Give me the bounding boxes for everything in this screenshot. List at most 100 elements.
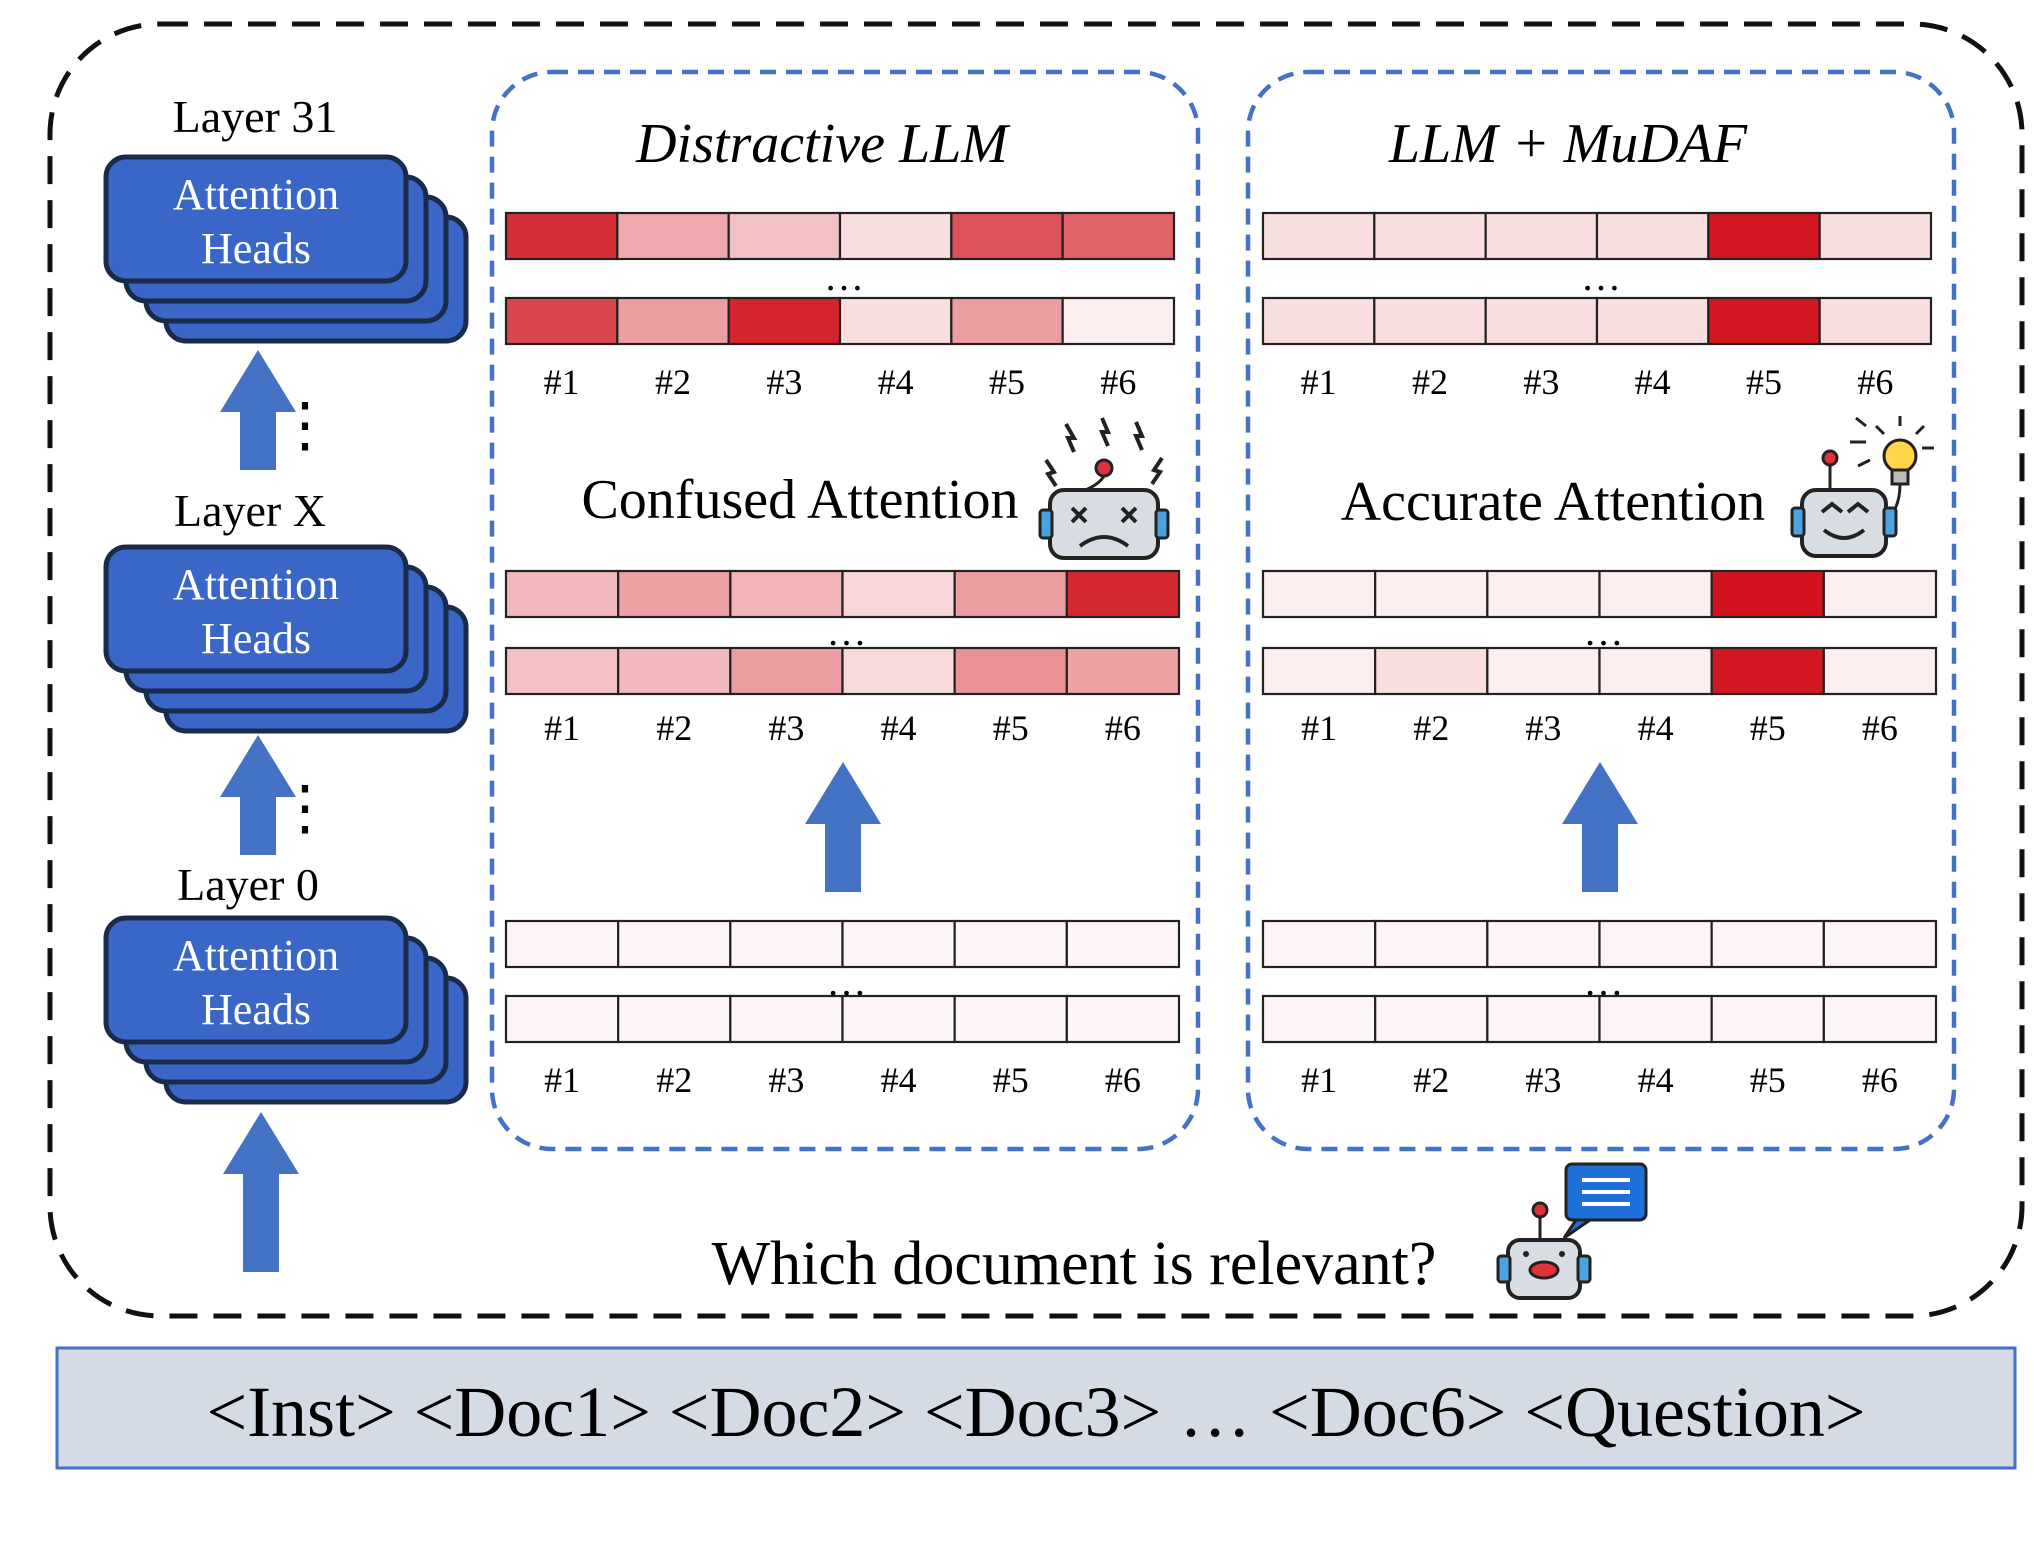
attention-cell [950, 211, 1064, 261]
attention-cell [1598, 919, 1713, 969]
attention-cell [1261, 919, 1377, 969]
attention-cell [1598, 569, 1713, 619]
doc-label: #6 [1100, 362, 1136, 402]
stack-card [103, 544, 409, 674]
attention-cell [729, 919, 844, 969]
stack-label-line1: Attention [173, 931, 339, 980]
stack-card [103, 154, 409, 284]
attention-cell [1261, 296, 1376, 346]
stack-card [103, 915, 409, 1045]
doc-label: #5 [989, 362, 1025, 402]
attention-cell [1818, 211, 1933, 261]
doc-label: #4 [1635, 362, 1671, 402]
up-arrow-layerx-to-31 [220, 350, 296, 470]
vdots-upper: ⋮ [275, 392, 335, 458]
doc-label: #1 [544, 1060, 580, 1100]
doc-label: #4 [881, 708, 917, 748]
attention-cell [838, 296, 953, 346]
attention-cell [616, 296, 730, 346]
up-arrow-mudaf [1562, 762, 1638, 892]
attention-cell [1595, 296, 1710, 346]
attention-cell [1710, 994, 1825, 1044]
doc-label: #2 [1413, 708, 1449, 748]
attention-cell [617, 569, 732, 619]
attention-cell [1373, 296, 1487, 346]
doc-label: #1 [1301, 362, 1337, 402]
doc-label: #3 [766, 362, 802, 402]
doc-label: #2 [1412, 362, 1448, 402]
stack-label-line2: Heads [201, 985, 311, 1034]
doc-label: #3 [1525, 708, 1561, 748]
confused-robot-icon [1038, 417, 1170, 560]
attention-cell [729, 646, 844, 696]
doc-label: #2 [656, 708, 692, 748]
attention-cell [729, 994, 844, 1044]
doc-label: #5 [993, 1060, 1029, 1100]
attention-cell [1710, 646, 1825, 696]
attention-cell [1822, 569, 1938, 619]
attention-cell [1373, 211, 1487, 261]
doc-label: #5 [993, 708, 1029, 748]
attention-cell [1486, 569, 1601, 619]
doc-label: #2 [1413, 1060, 1449, 1100]
attention-cell [1061, 211, 1176, 261]
chat-robot-icon [1496, 1162, 1648, 1300]
layer-31-label: Layer 31 [173, 91, 338, 142]
left-arrows [220, 350, 299, 1272]
attention-cell [1061, 296, 1176, 346]
stack-label-line1: Attention [173, 560, 339, 609]
doc-label: #1 [1301, 1060, 1337, 1100]
attention-cell [1374, 646, 1489, 696]
attention-cell [1261, 211, 1376, 261]
doc-label: #5 [1746, 362, 1782, 402]
doc-label: #6 [1862, 1060, 1898, 1100]
question-text: Which document is relevant? [712, 1230, 1437, 1298]
doc-label: #6 [1857, 362, 1893, 402]
doc-label: #6 [1105, 708, 1141, 748]
attention-cell [1374, 994, 1489, 1044]
row-ellipsis: … [1584, 959, 1624, 1004]
doc-label: #3 [768, 1060, 804, 1100]
attention-cell [504, 994, 620, 1044]
up-arrow-distractive [805, 762, 881, 892]
attention-cell [504, 646, 620, 696]
attention-cell [1822, 646, 1938, 696]
attention-cell [1486, 646, 1601, 696]
layer-x-label: Layer X [174, 485, 326, 536]
mudaf-panel-title: LLM + MuDAF [1388, 113, 1748, 175]
doc-label: #4 [881, 1060, 917, 1100]
attention-cell [617, 994, 732, 1044]
attention-cell [729, 569, 844, 619]
attention-cell [504, 919, 620, 969]
mudaf-panel-frame [1245, 69, 1957, 1152]
confused-attention-label: Confused Attention [581, 469, 1018, 531]
attention-cell [1261, 646, 1377, 696]
attention-cell [953, 994, 1068, 1044]
attention-cell [1065, 919, 1181, 969]
attention-cell [1065, 646, 1181, 696]
attention-heatmaps: …#1#2#3#4#5#6…#1#2#3#4#5#6…#1#2#3#4#5#6…… [504, 211, 1938, 1100]
attention-cell [1484, 211, 1599, 261]
attention-cell [617, 919, 732, 969]
layer-0-label: Layer 0 [177, 859, 319, 910]
row-ellipsis: … [827, 959, 867, 1004]
distractive-panel-title: Distractive LLM [635, 113, 1011, 175]
input-sequence-text: <Inst> <Doc1> <Doc2> <Doc3> … <Doc6> <Qu… [206, 1372, 1865, 1452]
attention-cell [1374, 919, 1489, 969]
stack-label-line1: Attention [173, 170, 339, 219]
doc-label: #5 [1750, 708, 1786, 748]
attention-cell [841, 646, 956, 696]
doc-label: #5 [1750, 1060, 1786, 1100]
doc-label: #1 [544, 708, 580, 748]
doc-label: #2 [655, 362, 691, 402]
attention-cell [1261, 994, 1377, 1044]
attention-cell [1818, 296, 1933, 346]
stack-label-line2: Heads [201, 224, 311, 273]
attention-cell [504, 569, 620, 619]
row-ellipsis: … [824, 254, 864, 299]
attention-cell [504, 296, 619, 346]
doc-label: #6 [1105, 1060, 1141, 1100]
